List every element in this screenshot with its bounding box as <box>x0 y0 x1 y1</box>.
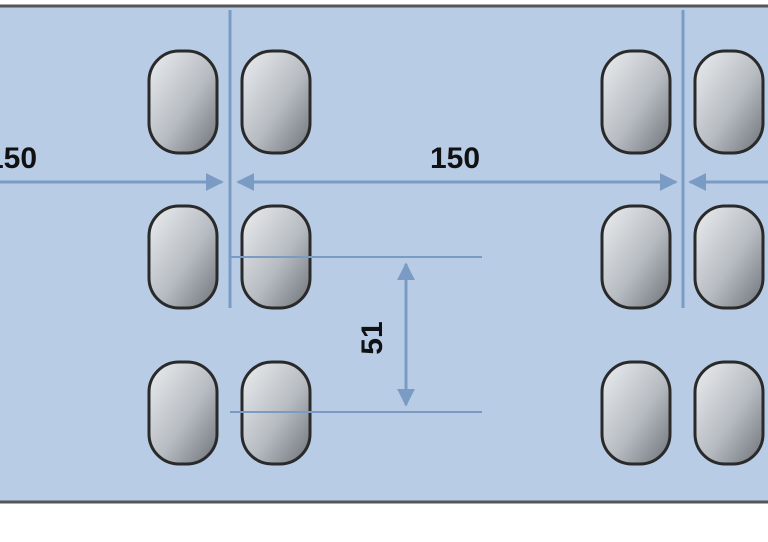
dimension-label-vertical: 51 <box>356 321 389 354</box>
led-pod <box>147 360 219 466</box>
led-pod <box>240 49 312 155</box>
led-pod <box>147 204 219 310</box>
dimension-label-main: 150 <box>430 142 480 175</box>
dimension-label-left: 150 <box>0 142 37 175</box>
led-pod <box>693 49 765 155</box>
led-pod <box>693 204 765 310</box>
led-pod <box>600 49 672 155</box>
led-pod <box>147 49 219 155</box>
led-pod <box>600 204 672 310</box>
led-pod <box>693 360 765 466</box>
led-pod <box>600 360 672 466</box>
